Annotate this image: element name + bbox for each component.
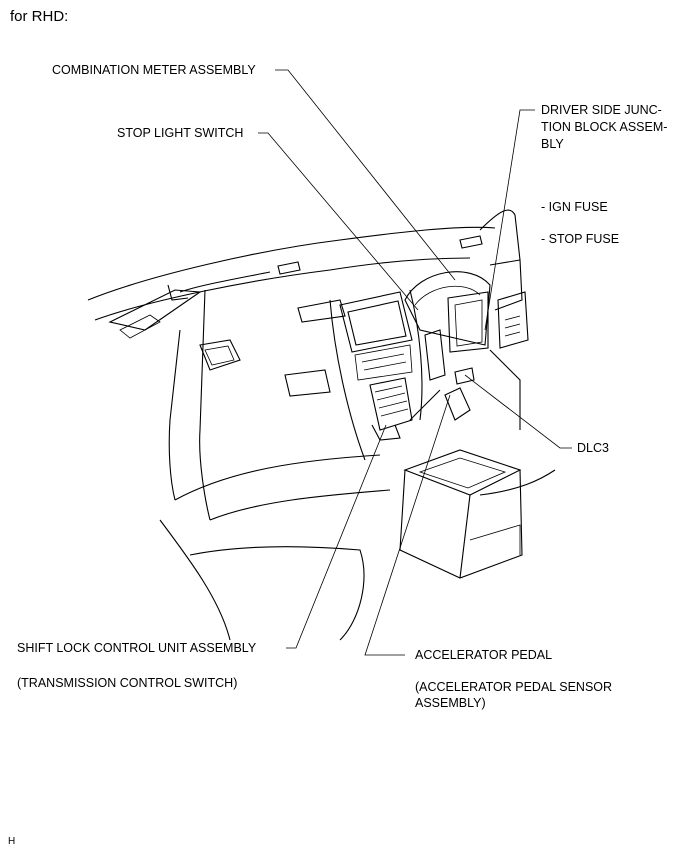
label-accelerator-pedal: ACCELERATOR PEDAL <box>415 648 553 662</box>
label-ign-fuse: - IGN FUSE <box>541 200 608 214</box>
label-driver-jb-line2: TION BLOCK ASSEM- <box>541 120 668 134</box>
label-accel-sensor-line2: ASSEMBLY) <box>415 696 486 710</box>
label-dlc3: DLC3 <box>577 441 609 455</box>
dashboard-drawing <box>87 209 556 641</box>
label-transmission-switch: (TRANSMISSION CONTROL SWITCH) <box>17 676 238 690</box>
leader-lines <box>258 69 572 656</box>
label-shift-lock: SHIFT LOCK CONTROL UNIT ASSEMBLY <box>17 641 257 655</box>
leader-shift-lock <box>286 424 387 649</box>
leader-stop-light-switch <box>258 132 419 311</box>
label-driver-jb-line3: BLY <box>541 137 564 151</box>
label-stop-light-switch: STOP LIGHT SWITCH <box>117 126 244 140</box>
label-combination-meter: COMBINATION METER ASSEMBLY <box>52 63 256 77</box>
label-driver-jb-line1: DRIVER SIDE JUNC- <box>541 103 662 117</box>
corner-mark: H <box>8 836 16 847</box>
page-heading: for RHD: <box>10 8 69 25</box>
leader-accelerator <box>364 394 451 656</box>
leader-combination-meter <box>275 69 456 281</box>
label-stop-fuse: - STOP FUSE <box>541 232 620 246</box>
label-accel-sensor-line1: (ACCELERATOR PEDAL SENSOR <box>415 680 613 694</box>
leader-driver-jb <box>484 109 535 331</box>
leader-dlc3 <box>464 374 572 449</box>
